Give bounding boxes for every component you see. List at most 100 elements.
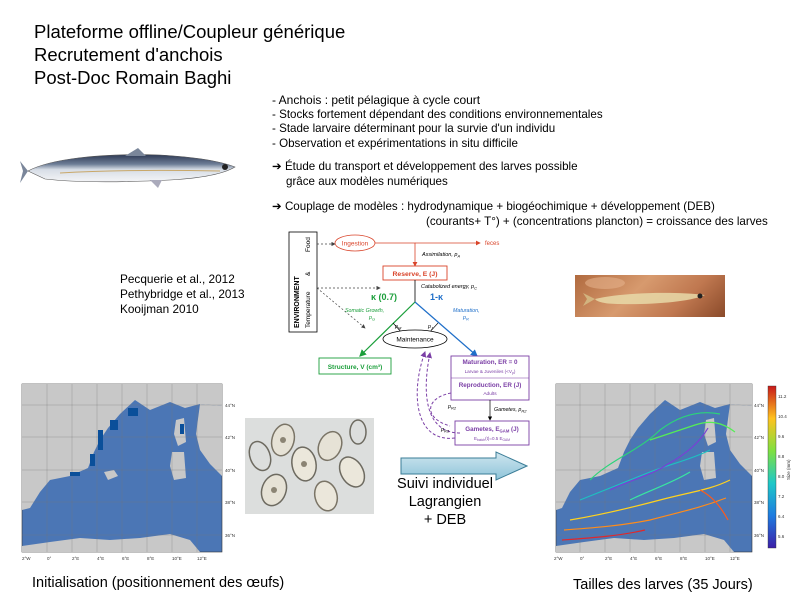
lat-tick: 38°N	[754, 500, 764, 505]
lon-tick: 12°E	[730, 556, 740, 561]
map-land-sardinia	[170, 452, 186, 480]
arrow-point-1: ➔ Étude du transport et développement de…	[272, 160, 578, 189]
title-line-2: Recrutement d'anchois	[34, 44, 223, 65]
egg-positions	[70, 408, 184, 476]
bullet-item: - Observation et expérimentations in sit…	[272, 136, 518, 150]
pr3-dashed-arrow	[416, 351, 456, 439]
map-land	[556, 534, 734, 552]
lat-tick: 40°N	[754, 468, 764, 473]
somatic-growth-label: Somatic Growth,	[345, 308, 384, 314]
pr3-label: pR3	[440, 427, 450, 434]
lat-tick: 42°N	[225, 435, 235, 440]
food-label: Food	[305, 237, 312, 252]
anchovy-illustration	[20, 148, 236, 188]
larval-size-map: 11.2 10.4 9.6 8.8 8.0 7.2 6.4 5.6 Size (…	[550, 380, 795, 566]
map-land	[726, 404, 752, 476]
map-land-corsica	[704, 418, 716, 446]
somatic-growth-flux: pG	[368, 315, 375, 322]
map-grid	[556, 384, 752, 552]
structure-box	[318, 357, 392, 375]
lon-tick: 8°E	[147, 556, 154, 561]
lat-tick: 44°N	[225, 403, 235, 408]
reference-item: Pecquerie et al., 2012	[120, 272, 235, 286]
catabolized-label: Catabolized energy, pC	[421, 284, 477, 291]
ingestion-label: Ingestion	[342, 241, 369, 248]
arrow-point-2: ➔ Couplage de modèles : hydrodynamique +…	[272, 200, 768, 229]
maturation-flux: pR	[462, 315, 469, 322]
deb-diagram: ENVIRONMENT Food & Temperature Ingestion…	[288, 231, 530, 446]
pr2-dashed-arrow	[430, 392, 452, 427]
simulation-line-2: Lagrangien	[408, 494, 482, 510]
reference-item: Kooijman 2010	[120, 301, 199, 316]
lon-tick: 2°E	[605, 556, 612, 561]
lat-tick: 36°N	[225, 533, 235, 538]
maintenance-label: Maintenance	[396, 337, 434, 344]
assimilation-label: Assimilation, pA	[421, 252, 460, 259]
pr2-label: pR2	[447, 404, 457, 411]
colorbar-tick: 5.6	[778, 534, 785, 539]
initialisation-map: 2°W 0° 2°E 4°E 6°E 8°E 10°E 12°E 44°N 42…	[10, 380, 245, 566]
map-land-balearic	[104, 470, 118, 480]
simulation-line-3: + DEB	[423, 512, 467, 528]
colorbar-tick: 9.6	[778, 434, 785, 439]
colorbar-tick: 10.4	[778, 414, 787, 419]
kappa-label: κ (0.7)	[371, 292, 397, 302]
colorbar-tick: 6.4	[778, 514, 785, 519]
lon-tick: 2°W	[22, 556, 31, 561]
lon-tick: 4°E	[630, 556, 637, 561]
lon-tick: 2°W	[554, 556, 563, 561]
arrow-point-1-line2: grâce aux modèles numériques	[286, 174, 448, 188]
reference-item: Pethybridge et al., 2013	[120, 286, 245, 301]
environment-label: ENVIRONMENT	[294, 276, 301, 328]
right-arrow-icon: ➔	[272, 160, 285, 173]
references: Pecquerie et al., 2012 Pethybridge et al…	[120, 272, 245, 316]
colorbar-tick: 7.2	[778, 494, 785, 499]
structure-label: Structure, V (cm³)	[328, 364, 383, 371]
title-line-1: Plateforme offline/Coupleur générique	[34, 21, 346, 42]
maintenance-node	[382, 329, 448, 349]
map-land-sardinia	[700, 452, 716, 480]
lat-tick: 44°N	[754, 403, 764, 408]
gametes-box	[454, 420, 530, 446]
pm-label: pM	[394, 324, 402, 331]
lat-tick: 42°N	[754, 435, 764, 440]
lon-tick: 0°	[580, 556, 585, 561]
map-land	[196, 404, 222, 476]
lon-tick: 4°E	[97, 556, 104, 561]
env-arrow	[316, 287, 366, 329]
lat-tick: 38°N	[225, 500, 235, 505]
lon-tick: 10°E	[172, 556, 182, 561]
lat-tick: 40°N	[225, 468, 235, 473]
simulation-text: Suivi individuel Lagrangien + DEB	[395, 475, 495, 529]
arrow-point-1-line1: Étude du transport et développement des …	[284, 160, 578, 173]
feces-label: feces	[485, 241, 499, 247]
temperature-label: Temperature	[305, 291, 312, 328]
colorbar-label: Size (mm)	[786, 459, 791, 480]
maturation-flux-label: Maturation,	[453, 308, 480, 314]
reproduction-box-sub: Adults	[483, 391, 497, 397]
somatic-growth-arrow	[359, 301, 416, 357]
lon-tick: 6°E	[655, 556, 662, 561]
size-colorbar	[767, 385, 777, 549]
colorbar-tick: 11.2	[778, 394, 787, 399]
larva-photo	[575, 275, 725, 317]
map-grid	[22, 384, 222, 552]
eggs-photo	[238, 418, 374, 514]
assimilation-arrow	[375, 242, 418, 267]
arrow-point-2-line2: (courants+ T°) + (concentrations plancto…	[426, 214, 768, 228]
gametes-box-formula: Ebatch(t)=0.5 EGAM	[474, 436, 510, 442]
reserve-label: Reserve, E (J)	[393, 271, 438, 278]
maturation-box-label: Maturation, ER = 0	[462, 359, 518, 366]
maturation-arrow	[414, 301, 478, 357]
right-arrow-icon: ➔	[272, 200, 285, 213]
reproduction-box-label: Reproduction, ER (J)	[459, 382, 522, 389]
title-block: Plateforme offline/Coupleur générique Re…	[34, 20, 345, 89]
larval-trajectories	[561, 412, 736, 541]
arrow-point-2-line1: Couplage de modèles : hydrodynamique + b…	[284, 200, 715, 213]
caption-larval-size: Tailles des larves (35 Jours)	[573, 577, 753, 593]
lon-tick: 12°E	[197, 556, 207, 561]
colorbar-tick: 8.8	[778, 454, 785, 459]
map-land	[22, 534, 200, 552]
one-minus-kappa-label: 1-κ	[430, 292, 444, 302]
gametes-box-label: Gametes, EGAM (J)	[465, 426, 519, 434]
